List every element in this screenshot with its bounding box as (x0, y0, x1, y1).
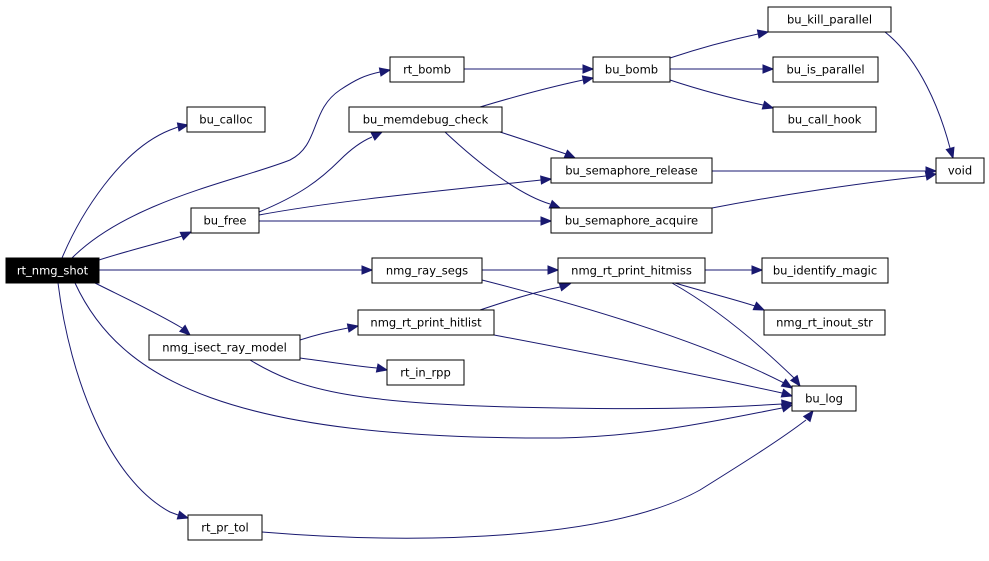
node-label: rt_bomb (403, 63, 451, 77)
edge-rt-nmg-shot-to-rt-bomb (71, 67, 392, 259)
node-bu-bomb[interactable]: bu_bomb (592, 56, 671, 83)
node-bu-log[interactable]: bu_log (791, 385, 857, 412)
edge-bu-kill-parallel-to-void (884, 31, 955, 160)
node-void[interactable]: void (935, 157, 985, 184)
node-label: bu_semaphore_acquire (565, 214, 698, 228)
edge-nmg-isect-ray-model-to-nmg-rt-print-hitlist (299, 323, 360, 341)
edge-rt-nmg-shot-to-bu-free (98, 231, 193, 261)
node-bu-calloc[interactable]: bu_calloc (186, 106, 266, 133)
node-label: rt_in_rpp (400, 366, 451, 380)
edge-bu-bomb-to-bu-call-hook (669, 79, 775, 110)
node-label: nmg_isect_ray_model (162, 341, 287, 355)
edge-rt-nmg-shot-to-bu-calloc (61, 122, 190, 259)
node-bu-free[interactable]: bu_free (190, 207, 260, 234)
node-nmg-rt-inout-str[interactable]: nmg_rt_inout_str (763, 309, 886, 336)
node-bu-identify-magic[interactable]: bu_identify_magic (761, 257, 889, 284)
edge-nmg-isect-ray-model-to-bu-log (249, 359, 794, 410)
edge-nmg-rt-print-hitmiss-to-bu-identify-magic (705, 265, 764, 275)
node-bu-semaphore-acquire[interactable]: bu_semaphore_acquire (550, 207, 713, 234)
node-nmg-rt-print-hitmiss[interactable]: nmg_rt_print_hitmiss (557, 257, 706, 284)
node-bu-memdebug-check[interactable]: bu_memdebug_check (348, 106, 503, 133)
edge-rt-bomb-to-bu-bomb (464, 64, 595, 74)
node-rt-in-rpp[interactable]: rt_in_rpp (386, 359, 465, 386)
edge-nmg-rt-print-hitmiss-to-nmg-rt-inout-str (674, 282, 766, 311)
node-label: nmg_ray_segs (386, 264, 468, 278)
node-label: rt_pr_tol (201, 521, 249, 535)
node-label: bu_kill_parallel (787, 13, 872, 27)
node-label: bu_identify_magic (773, 264, 877, 278)
edge-nmg-rt-print-hitlist-to-nmg-rt-print-hitmiss (479, 282, 572, 311)
edge-nmg-rt-print-hitlist-to-bu-log (493, 334, 794, 398)
node-label: nmg_rt_print_hitmiss (571, 264, 692, 278)
edge-bu-memdebug-check-to-bu-bomb (479, 75, 595, 108)
node-bu-call-hook[interactable]: bu_call_hook (772, 106, 877, 133)
node-rt-nmg-shot[interactable]: rt_nmg_shot (5, 257, 100, 284)
node-bu-semaphore-release[interactable]: bu_semaphore_release (550, 157, 713, 184)
node-label: nmg_rt_print_hitlist (370, 316, 482, 330)
edge-rt-nmg-shot-to-nmg-isect-ray-model (94, 282, 192, 336)
edge-bu-free-to-bu-semaphore-acquire (259, 216, 553, 226)
edge-bu-bomb-to-bu-kill-parallel (669, 29, 770, 59)
node-label: nmg_rt_inout_str (776, 316, 873, 330)
node-label: bu_calloc (199, 113, 252, 127)
node-label: bu_semaphore_release (565, 164, 698, 178)
graph-nodes: rt_nmg_shot bu_calloc rt_bomb bu_bomb bu… (5, 6, 985, 541)
edge-rt-nmg-shot-to-rt-pr-tol (57, 282, 190, 520)
edge-rt-nmg-shot-to-nmg-ray-segs (99, 265, 374, 275)
node-label: bu_free (203, 214, 246, 228)
node-label: bu_is_parallel (786, 63, 864, 77)
node-bu-is-parallel[interactable]: bu_is_parallel (772, 56, 879, 83)
node-rt-bomb[interactable]: rt_bomb (389, 56, 465, 83)
edge-nmg-ray-segs-to-bu-log (481, 279, 794, 389)
node-label: bu_call_hook (788, 113, 862, 127)
node-rt-pr-tol[interactable]: rt_pr_tol (187, 514, 263, 541)
graph-edges (57, 29, 955, 539)
edge-bu-semaphore-acquire-to-void (711, 171, 938, 209)
node-label: bu_memdebug_check (363, 113, 489, 127)
edge-nmg-ray-segs-to-nmg-rt-print-hitmiss (482, 265, 560, 275)
edge-rt-pr-tol-to-bu-log (261, 409, 814, 539)
edge-bu-bomb-to-bu-is-parallel (670, 64, 775, 74)
node-bu-kill-parallel[interactable]: bu_kill_parallel (767, 6, 892, 33)
edge-bu-semaphore-release-to-void (712, 166, 938, 176)
node-label: rt_nmg_shot (17, 264, 89, 278)
node-nmg-ray-segs[interactable]: nmg_ray_segs (371, 257, 483, 284)
edge-bu-free-to-bu-semaphore-release (258, 175, 553, 216)
edge-nmg-isect-ray-model-to-rt-in-rpp (299, 357, 389, 373)
edge-nmg-rt-print-hitmiss-to-bu-log (671, 282, 801, 388)
node-nmg-isect-ray-model[interactable]: nmg_isect_ray_model (148, 334, 301, 361)
node-label: bu_bomb (605, 63, 658, 77)
edge-bu-memdebug-check-to-bu-semaphore-release (499, 131, 577, 159)
node-label: bu_log (805, 392, 843, 406)
node-nmg-rt-print-hitlist[interactable]: nmg_rt_print_hitlist (357, 309, 495, 336)
edge-bu-memdebug-check-to-bu-semaphore-acquire (444, 131, 562, 209)
node-label: void (948, 164, 972, 178)
